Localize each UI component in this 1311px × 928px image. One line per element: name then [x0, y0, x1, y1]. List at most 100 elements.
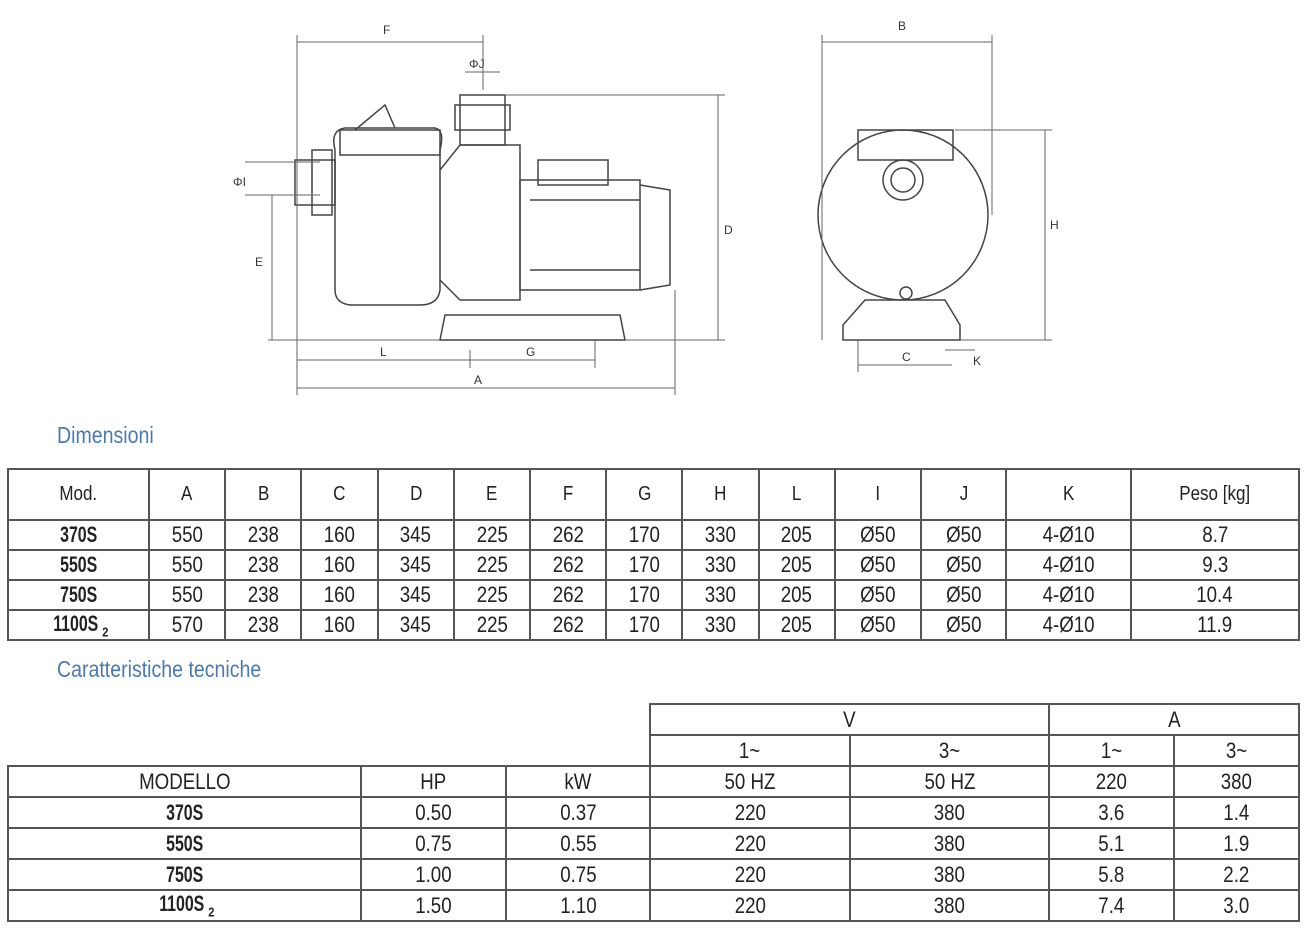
dim-label-i: ΦI: [233, 175, 246, 189]
cell-text: 262: [552, 522, 584, 547]
table-cell: Ø50: [919, 519, 1008, 551]
table-cell: 345: [376, 608, 455, 642]
table-cell: 2.2: [1173, 858, 1300, 891]
table-cell: 220: [1048, 765, 1176, 798]
table-cell: 0.75: [360, 827, 507, 860]
table-cell: 380: [848, 858, 1051, 891]
cell-text: Ø50: [945, 522, 982, 547]
cell-text: 262: [552, 582, 584, 607]
pump-technical-drawing: F ΦJ ΦI E D L G A B H C K: [233, 19, 1059, 395]
table-cell: 262: [529, 608, 608, 642]
table-cell: 8.7: [1129, 519, 1301, 551]
cell-text: 220: [734, 892, 766, 918]
table-cell: 4-Ø10: [1005, 549, 1132, 581]
table-cell: 170: [605, 519, 684, 551]
table-cell: 160: [300, 579, 379, 611]
dim-label-b: B: [898, 19, 906, 33]
cell-text: 160: [323, 582, 356, 607]
model-subscript: 2: [101, 624, 109, 640]
table-cell: 238: [224, 608, 303, 642]
table-cell: 370S: [6, 519, 151, 551]
cell-text: I: [875, 483, 881, 505]
cell-text: 225: [476, 612, 508, 638]
table-cell: C: [300, 468, 379, 521]
cell-text: 380: [933, 799, 966, 825]
table-cell: 370S: [6, 796, 363, 829]
table-cell: 330: [681, 519, 760, 551]
cell-text: 570: [171, 612, 203, 638]
table-cell: 225: [452, 608, 532, 642]
cell-text: 345: [400, 582, 432, 607]
table-cell: E: [452, 468, 532, 521]
cell-text: 170: [628, 552, 660, 577]
model-name: 750S: [59, 582, 98, 607]
cell-text: A: [181, 483, 193, 505]
table-row: 1~3~1~3~: [8, 734, 1300, 767]
cell-text: 205: [781, 552, 813, 577]
cell-text: 550: [171, 552, 203, 577]
table-cell: 0.75: [504, 858, 652, 891]
cell-text: 50 HZ: [924, 768, 976, 794]
cell-text: 262: [552, 612, 584, 638]
table-cell: 550S: [6, 827, 363, 860]
model-name: 550S: [59, 552, 98, 577]
cell-text: 10.4: [1196, 582, 1234, 607]
table-cell: 345: [376, 579, 455, 611]
cell-text: 225: [476, 582, 508, 607]
dim-label-j: ΦJ: [469, 57, 485, 71]
cell-text: 0.75: [559, 861, 597, 887]
cell-text: 1.50: [415, 892, 452, 918]
table-cell: 4-Ø10: [1005, 579, 1132, 611]
table-cell: 570: [148, 608, 227, 642]
table-cell: 550S: [6, 549, 151, 581]
table-cell: 330: [681, 579, 760, 611]
table-cell: 11.9: [1129, 608, 1301, 642]
table-cell: Peso [kg]: [1129, 468, 1301, 521]
cell-text: 1.00: [415, 861, 452, 887]
table-cell: Ø50: [833, 549, 922, 581]
table-cell: 205: [757, 579, 836, 611]
table-cell: V: [649, 703, 1051, 736]
cell-text: 1~: [739, 737, 761, 763]
cell-text: 220: [734, 830, 766, 856]
cell-text: Ø50: [945, 552, 982, 577]
dim-label-h: H: [1050, 218, 1059, 232]
table-cell: F: [529, 468, 608, 521]
cell-text: 380: [933, 830, 966, 856]
table-cell: 1.9: [1173, 827, 1300, 860]
cell-text: 330: [704, 612, 737, 638]
cell-text: 160: [323, 612, 356, 638]
cell-text: 330: [704, 552, 737, 577]
cell-text: 1~: [1101, 737, 1123, 763]
cell-text: 205: [781, 612, 813, 638]
cell-text: 160: [323, 552, 356, 577]
table-cell: Ø50: [919, 608, 1008, 642]
table-cell: 750S: [6, 579, 151, 611]
cell-text: 1.9: [1223, 830, 1250, 856]
table-cell: J: [919, 468, 1008, 521]
cell-text: Mod.: [59, 483, 98, 505]
table-cell: 4-Ø10: [1005, 519, 1132, 551]
dim-label-a: A: [474, 373, 482, 387]
table-cell: 7.4: [1048, 889, 1176, 922]
dimension-lines: [245, 35, 1052, 395]
model-subscript: 2: [208, 904, 215, 920]
table-cell: 225: [452, 549, 532, 581]
cell-text: 238: [247, 582, 279, 607]
cell-text: 550: [171, 582, 203, 607]
table-cell: G: [605, 468, 684, 521]
model-name: 550S: [166, 830, 204, 856]
table-cell: 238: [224, 519, 303, 551]
model-name: 1100S: [52, 611, 98, 636]
cell-text: 345: [400, 552, 432, 577]
cell-text: MODELLO: [138, 768, 231, 794]
cell-text: V: [843, 706, 857, 732]
